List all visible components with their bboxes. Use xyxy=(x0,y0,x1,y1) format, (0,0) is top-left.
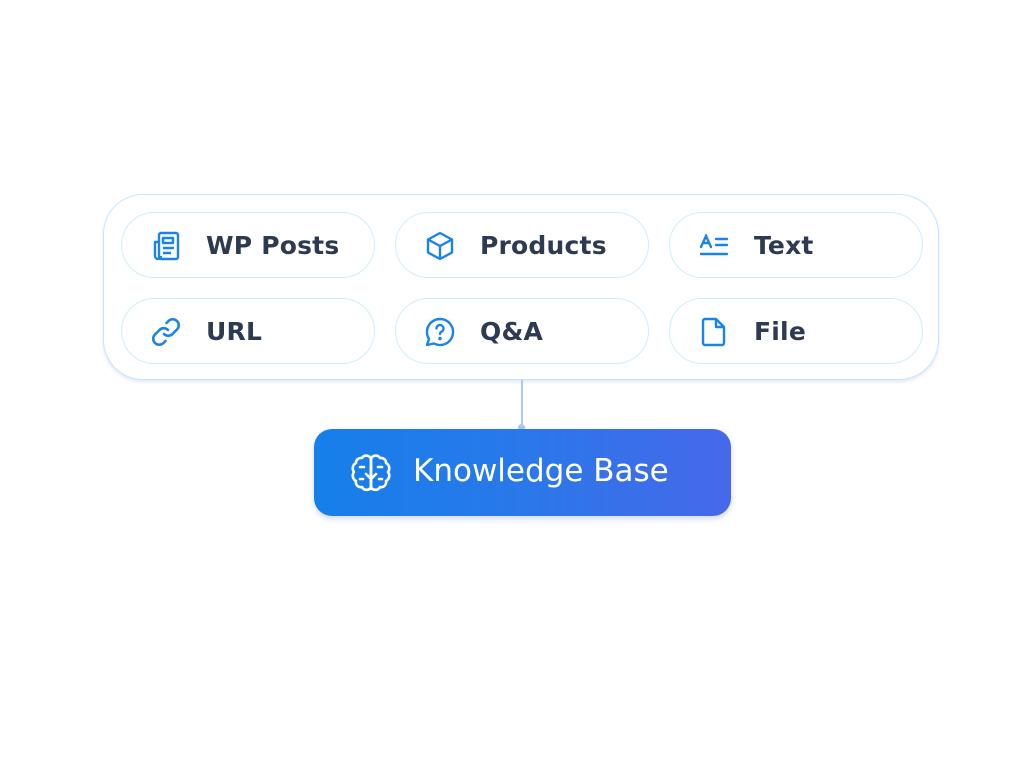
source-products[interactable]: Products xyxy=(395,212,649,278)
question-bubble-icon xyxy=(425,317,455,347)
source-label: File xyxy=(754,316,806,346)
source-label: WP Posts xyxy=(206,230,340,260)
knowledge-base-button[interactable]: Knowledge Base xyxy=(314,429,731,516)
source-qa[interactable]: Q&A xyxy=(395,298,649,364)
sources-group: WP Posts Products Text URL Q&A File xyxy=(103,194,939,380)
source-file[interactable]: File xyxy=(669,298,923,364)
brain-icon xyxy=(351,454,391,492)
source-url[interactable]: URL xyxy=(121,298,375,364)
source-wp-posts[interactable]: WP Posts xyxy=(121,212,375,278)
newspaper-icon xyxy=(153,231,180,261)
text-format-icon xyxy=(699,233,729,256)
knowledge-base-label: Knowledge Base xyxy=(413,453,669,489)
source-label: URL xyxy=(206,316,263,346)
source-label: Text xyxy=(754,230,814,260)
file-icon xyxy=(701,317,726,347)
source-text[interactable]: Text xyxy=(669,212,923,278)
connector-line xyxy=(521,380,523,428)
source-label: Products xyxy=(480,230,607,260)
connector-dot xyxy=(518,424,525,431)
source-label: Q&A xyxy=(480,316,544,346)
link-icon xyxy=(152,318,180,346)
box-icon xyxy=(426,231,454,261)
